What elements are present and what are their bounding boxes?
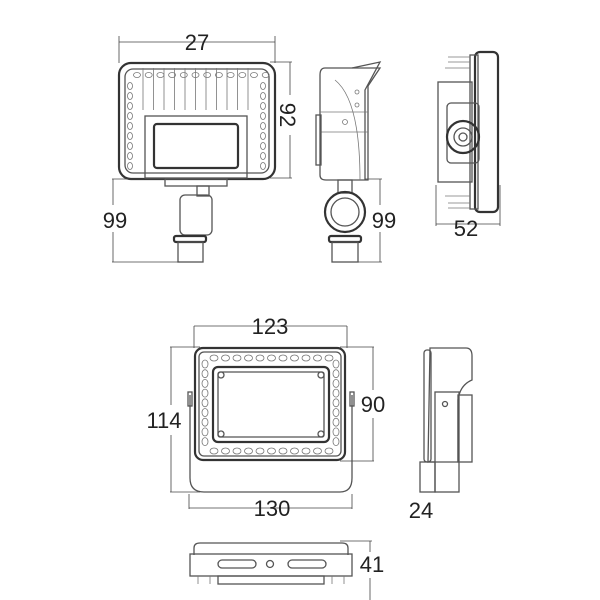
led-icon bbox=[127, 142, 133, 150]
bottom-side-view: 24 bbox=[409, 347, 473, 523]
led-icon bbox=[260, 112, 266, 120]
led-icon bbox=[290, 447, 299, 455]
led-icon bbox=[332, 408, 340, 417]
top-front-view: 27 92 99 bbox=[103, 30, 300, 263]
led-icon bbox=[250, 72, 258, 78]
led-icon bbox=[201, 359, 209, 369]
dim-top-rear-depth: 52 bbox=[454, 216, 478, 241]
led-icon bbox=[127, 92, 133, 100]
led-icon bbox=[244, 447, 253, 455]
led-icon bbox=[203, 72, 212, 78]
dim-bottom-bracket-width: 130 bbox=[254, 496, 291, 521]
led-icon bbox=[201, 369, 209, 379]
led-icon bbox=[267, 354, 276, 362]
dim-top-front-width: 27 bbox=[185, 30, 209, 55]
led-icon bbox=[226, 72, 235, 78]
dim-bottom-total-height: 114 bbox=[146, 408, 181, 433]
led-icon bbox=[332, 359, 340, 369]
led-icon bbox=[260, 152, 266, 160]
led-icon bbox=[332, 369, 340, 379]
top-side-view: 99 bbox=[315, 61, 396, 263]
led-icon bbox=[127, 152, 133, 160]
led-icon bbox=[301, 354, 311, 362]
dim-bottom-housing-height: 90 bbox=[361, 392, 385, 417]
led-icon bbox=[278, 354, 288, 362]
led-icon bbox=[260, 142, 266, 150]
led-icon bbox=[301, 447, 311, 455]
led-icon bbox=[260, 102, 266, 110]
led-icon bbox=[209, 447, 219, 455]
led-icon bbox=[127, 112, 133, 120]
led-icon bbox=[332, 398, 340, 408]
dim-bottom-side-depth: 24 bbox=[409, 498, 433, 523]
led-icon bbox=[201, 388, 209, 398]
led-icon bbox=[201, 437, 209, 447]
dim-top-side-bracket-height: 99 bbox=[372, 208, 396, 233]
led-icon bbox=[127, 162, 133, 170]
led-icon bbox=[332, 437, 340, 447]
led-icon bbox=[201, 408, 209, 417]
led-icon bbox=[232, 354, 242, 362]
led-icon bbox=[201, 427, 209, 437]
led-icon bbox=[127, 122, 133, 130]
led-icon bbox=[255, 354, 265, 362]
led-icon bbox=[324, 354, 334, 362]
led-icon bbox=[332, 378, 340, 388]
led-icon bbox=[332, 427, 340, 437]
led-icon bbox=[332, 417, 340, 427]
led-icon bbox=[201, 417, 209, 427]
bottom-front-view: 123 114 90 130 bbox=[146, 314, 385, 521]
led-icon bbox=[332, 388, 340, 398]
led-icon bbox=[144, 72, 153, 78]
led-icon bbox=[324, 447, 334, 455]
led-icon bbox=[209, 354, 219, 362]
led-icon bbox=[127, 82, 133, 90]
led-icon bbox=[244, 354, 253, 362]
led-icon bbox=[313, 447, 322, 455]
top-rear-view: 52 bbox=[435, 50, 501, 241]
led-icon bbox=[221, 447, 230, 455]
led-icon bbox=[260, 132, 266, 140]
led-icon bbox=[201, 398, 209, 408]
dim-bottom-front-width: 123 bbox=[252, 314, 289, 339]
dim-bottom-height: 41 bbox=[360, 552, 384, 577]
led-icon bbox=[261, 72, 270, 78]
led-icon bbox=[238, 72, 247, 78]
bottom-underside-view: 41 bbox=[189, 540, 384, 600]
led-icon bbox=[232, 447, 242, 455]
led-icon bbox=[278, 447, 288, 455]
led-icon bbox=[260, 162, 266, 170]
led-icon bbox=[221, 354, 230, 362]
led-icon bbox=[267, 447, 276, 455]
led-icon bbox=[168, 72, 177, 78]
led-icon bbox=[156, 72, 165, 78]
led-icon bbox=[260, 92, 266, 100]
led-icon bbox=[133, 72, 141, 78]
led-icon bbox=[255, 447, 265, 455]
led-icon bbox=[260, 82, 266, 90]
led-icon bbox=[201, 378, 209, 388]
led-icon bbox=[127, 132, 133, 140]
led-icon bbox=[179, 72, 188, 78]
led-icon bbox=[127, 102, 133, 110]
dim-top-front-bracket-height: 99 bbox=[103, 208, 127, 233]
dim-top-front-height: 92 bbox=[275, 103, 300, 127]
led-icon bbox=[260, 122, 266, 130]
led-icon bbox=[214, 72, 223, 78]
led-icon bbox=[290, 354, 299, 362]
led-icon bbox=[313, 354, 322, 362]
